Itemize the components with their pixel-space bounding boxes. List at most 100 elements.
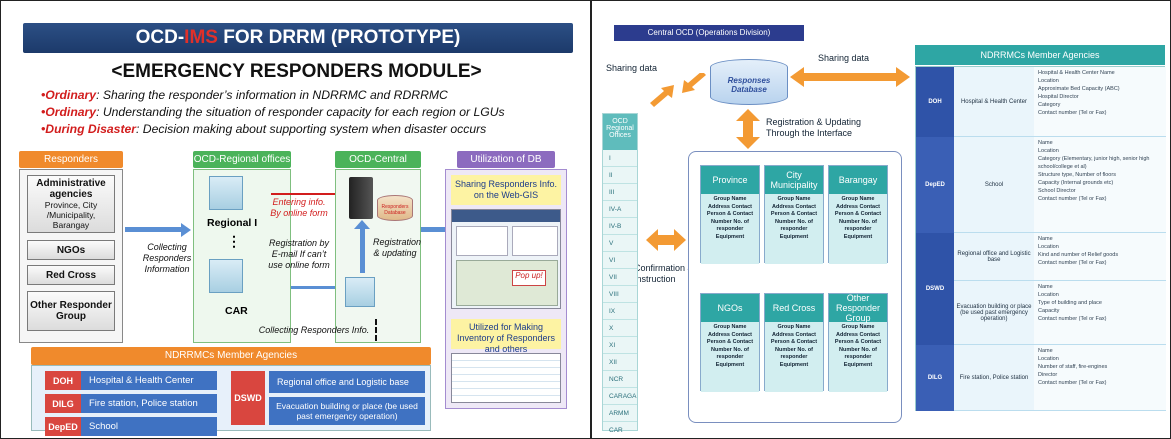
region-item: NCR <box>603 371 637 388</box>
agency-type: School <box>954 137 1034 233</box>
region-item: XII <box>603 354 637 371</box>
arrow-shaft <box>125 227 181 232</box>
arrow-shaft <box>291 286 337 289</box>
registration-updating-label: Registration & updating <box>373 237 422 258</box>
web-gis-screenshot: Pop up! <box>451 209 561 309</box>
agency-type: Fire station, Police station <box>954 345 1034 411</box>
car-label: CAR <box>225 305 248 317</box>
region-item: VII <box>603 269 637 286</box>
region-item: VI <box>603 252 637 269</box>
arrow-shaft <box>421 227 447 232</box>
regional-i-label: Regional I <box>207 217 258 229</box>
double-arrow-icon <box>736 109 760 149</box>
collecting-bottom-label: Collecting Responders Info. <box>258 325 370 335</box>
database-icon: Responders Database <box>377 195 413 221</box>
central-header: OCD-Central <box>335 151 421 168</box>
entering-info-label: Entering info. By online form <box>270 197 328 218</box>
region-item: CAR <box>603 422 637 438</box>
operator-icon <box>345 277 375 307</box>
other-responder-box: Other Responder Group <box>27 291 115 331</box>
agency-code: DOH <box>916 67 954 137</box>
sharing-data-left-label: Sharing data <box>606 63 658 73</box>
agency-code: DepED <box>916 137 954 233</box>
agency-type: Regional office and Logistic base <box>954 233 1034 281</box>
region-item: III <box>603 184 637 201</box>
double-arrow-icon <box>650 73 706 107</box>
right-slide: Central OCD (Operations Division) Sharin… <box>591 0 1171 439</box>
region-item: IX <box>603 303 637 320</box>
responders-header: Responders <box>19 151 123 168</box>
agencies-header: NDRRMCs Member Agencies <box>31 347 431 365</box>
regional-offices-header: OCD Regional Offices <box>603 114 637 150</box>
agency-type: Hospital & Health Center <box>954 67 1034 137</box>
arrow-right-icon <box>181 223 191 237</box>
bullet-item: •Ordinary: Understanding the situation o… <box>41 105 505 119</box>
region-item: IV-B <box>603 218 637 235</box>
region-item: VIII <box>603 286 637 303</box>
slide-title: OCD-IMS FOR DRRM (PROTOTYPE) <box>23 23 573 53</box>
red-cross-box: Red Cross <box>27 265 115 285</box>
agency-code: DSWD <box>916 233 954 345</box>
dswd-key: DSWD <box>231 371 265 425</box>
registration-label: Registration & Updating Through the Inte… <box>766 117 862 138</box>
operator-icon <box>209 176 243 210</box>
sharing-data-right-label: Sharing data <box>818 53 870 63</box>
region-item: IV-A <box>603 201 637 218</box>
bullet-item: •During Disaster: Decision making about … <box>41 122 487 136</box>
module-title: <EMERGENCY RESPONDERS MODULE> <box>111 61 482 82</box>
region-item: ARMM <box>603 405 637 422</box>
arrow-up-icon <box>354 220 370 229</box>
region-item: XI <box>603 337 637 354</box>
entering-info-line <box>271 193 339 195</box>
arrow-up-shaft <box>360 227 365 273</box>
dashed-arrow <box>375 319 377 341</box>
region-item: I <box>603 150 637 167</box>
operator-icon <box>209 259 243 293</box>
admin-agencies-box: Administrative agencies Province, City /… <box>27 175 115 233</box>
dswd-value-2: Evacuation building or place (be used pa… <box>269 397 425 425</box>
utilization-header: Utilization of DB <box>457 151 555 168</box>
double-arrow-icon <box>790 67 910 87</box>
regional-header: OCD-Regional offices <box>193 151 291 168</box>
sharing-web-gis-label: Sharing Responders Info. on the Web-GIS <box>451 175 561 205</box>
region-item: CARAGA <box>603 388 637 405</box>
bullet-item: •Ordinary: Sharing the responder’s infor… <box>41 88 448 102</box>
agency-type: Evacuation building or place (be used pa… <box>954 281 1034 345</box>
region-item: X <box>603 320 637 337</box>
region-item: V <box>603 235 637 252</box>
confirmation-label: Confirmation & Instruction <box>634 263 694 284</box>
ngos-box: NGOs <box>27 240 115 260</box>
inventory-table-screenshot <box>451 353 561 403</box>
bullet-list: •Ordinary: Sharing the responder’s infor… <box>41 87 581 138</box>
agency-code: DILG <box>916 345 954 411</box>
responses-database-icon: Responses Database <box>710 59 788 105</box>
central-ocd-title: Central OCD (Operations Division) <box>614 25 804 41</box>
inventory-label: Utilized for Making Inventory of Respond… <box>451 319 561 354</box>
ndrrmc-table: DOH Hospital & Health Center Hospital & … <box>915 66 1166 411</box>
region-item: II <box>603 167 637 184</box>
popup-label: Pop up! <box>512 270 546 286</box>
admin-agencies-sub: Province, City /Municipality, Barangay <box>44 200 98 230</box>
registration-email-label: Registration by E-mail If can’t use onli… <box>268 238 330 270</box>
admin-agencies-label: Administrative agencies <box>36 178 106 200</box>
double-arrow-icon <box>646 229 686 251</box>
collecting-label: Collecting Responders Information <box>142 242 192 274</box>
server-icon <box>349 177 373 219</box>
dots-icon: ⋮ <box>227 233 241 249</box>
